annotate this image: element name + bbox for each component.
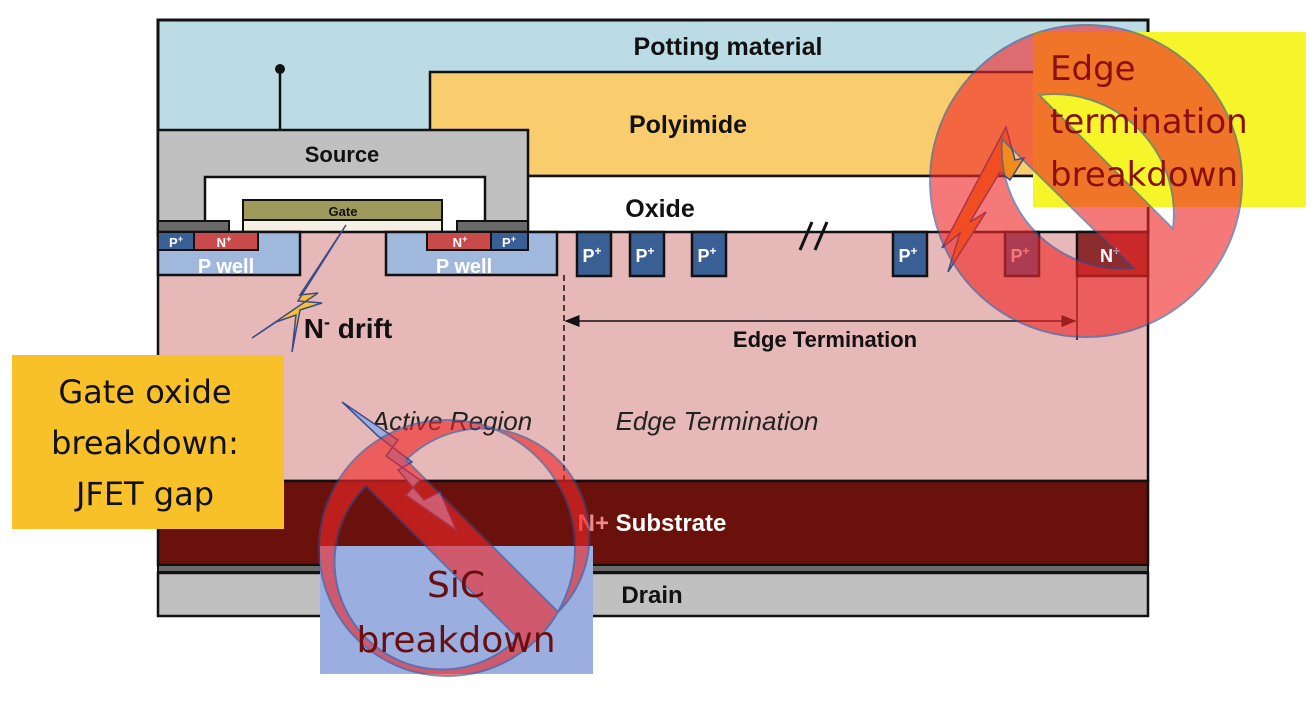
guard-ring-1-label: P+ xyxy=(582,244,601,266)
source-terminal-dot xyxy=(275,64,285,74)
gate-oxide-callout-line1: Gate oxide xyxy=(58,373,231,411)
gate-oxide-callout-line3: JFET gap xyxy=(74,475,214,513)
edge-no-symbol-icon xyxy=(929,24,1244,338)
n-plus-left xyxy=(193,231,259,251)
drain-label: Drain xyxy=(621,582,682,609)
edge-termination-region-label: Edge Termination xyxy=(616,406,819,436)
oxide-label: Oxide xyxy=(625,195,695,223)
edge-callout-line3: breakdown xyxy=(1050,155,1238,195)
sic-no-symbol-icon xyxy=(318,419,591,677)
break-mark xyxy=(798,221,829,251)
gate-oxide-callout-line2: breakdown: xyxy=(51,424,239,462)
gate-label: Gate xyxy=(329,204,358,219)
polyimide-label: Polyimide xyxy=(629,111,747,139)
edge-termination-arrow-label: Edge Termination xyxy=(733,327,917,352)
p-plus-right xyxy=(490,231,529,251)
edge-callout-line1: Edge xyxy=(1050,49,1136,89)
gate-oxide-callout-box xyxy=(12,355,284,529)
source-contact-left xyxy=(157,220,230,233)
guard-ring-2 xyxy=(628,230,666,278)
n-plus-left-label: N+ xyxy=(217,234,232,250)
backside-contact xyxy=(157,564,1149,573)
sic-callout-line1: SiC xyxy=(427,565,485,606)
p-well-left-label: P well xyxy=(198,256,254,278)
n-drift-label: N- drift xyxy=(304,312,392,344)
guard-ring-2-label: P+ xyxy=(635,244,654,266)
substrate-label: N+ Substrate xyxy=(578,510,727,537)
guard-ring-4-label: P+ xyxy=(898,244,917,266)
p-well-right-label: P well xyxy=(436,256,492,278)
sic-callout-line2: breakdown xyxy=(356,620,555,661)
source-contact-right xyxy=(456,220,529,233)
p-plus-left-label: P+ xyxy=(169,234,183,250)
edge-callout-line2: termination xyxy=(1050,102,1248,142)
n-plus-right-label: N+ xyxy=(453,234,468,250)
guard-ring-3 xyxy=(690,230,728,278)
gate-electrode xyxy=(242,199,443,221)
gate-oxide-lightning-icon xyxy=(251,224,347,353)
p-plus-right-label: P+ xyxy=(502,234,516,250)
source-label: Source xyxy=(305,142,380,167)
potting-label: Potting material xyxy=(634,33,823,61)
guard-ring-3-label: P+ xyxy=(697,244,716,266)
guard-ring-4 xyxy=(891,230,929,278)
guard-ring-1 xyxy=(575,230,613,278)
